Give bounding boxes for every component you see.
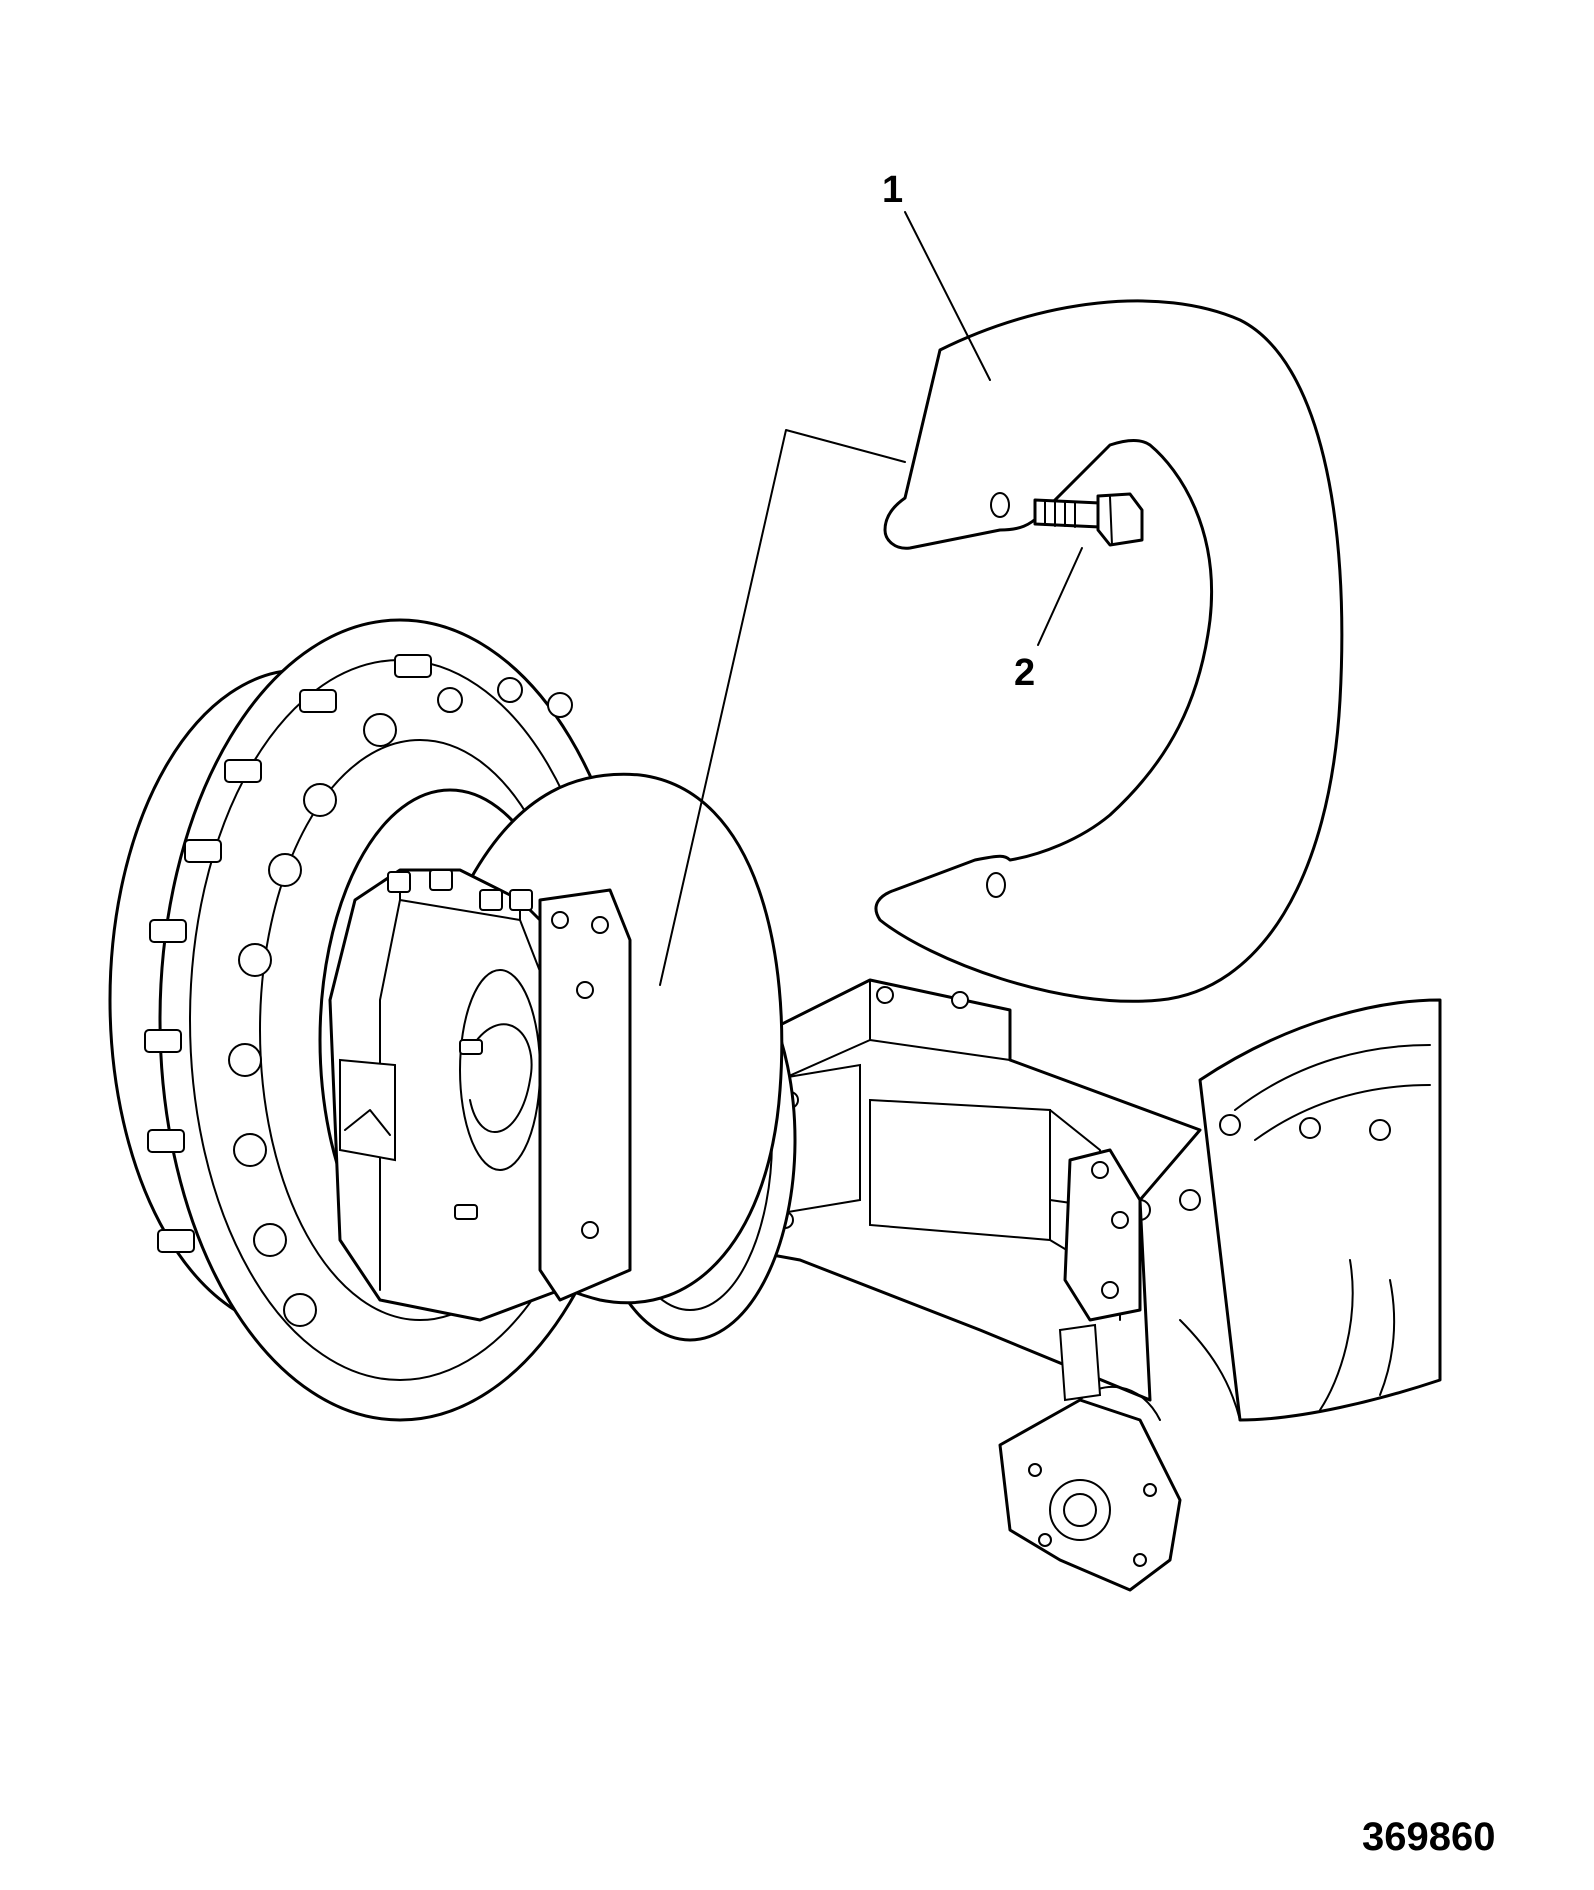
wheel-studs <box>144 654 432 1253</box>
callouts: 1 2 <box>882 169 1035 694</box>
axle-assembly <box>108 618 1442 1592</box>
leader-line-1 <box>904 211 991 381</box>
bolt <box>1033 492 1144 547</box>
caliper-bolts <box>387 869 533 1220</box>
brake-caliper <box>328 868 632 1322</box>
leader-lines <box>659 211 1083 986</box>
figure-number: 369860 <box>1362 1815 1495 1859</box>
shield-plate <box>874 299 1344 1003</box>
leader-line-2 <box>1037 547 1083 646</box>
assembly-position-line <box>659 429 906 986</box>
axle-beam <box>668 978 1202 1402</box>
yoke-flange <box>998 1386 1182 1592</box>
housing-joint <box>1058 1148 1142 1402</box>
callout-number-2: 2 <box>1014 652 1035 694</box>
differential-housing <box>1129 998 1442 1422</box>
callout-number-1: 1 <box>882 169 903 211</box>
